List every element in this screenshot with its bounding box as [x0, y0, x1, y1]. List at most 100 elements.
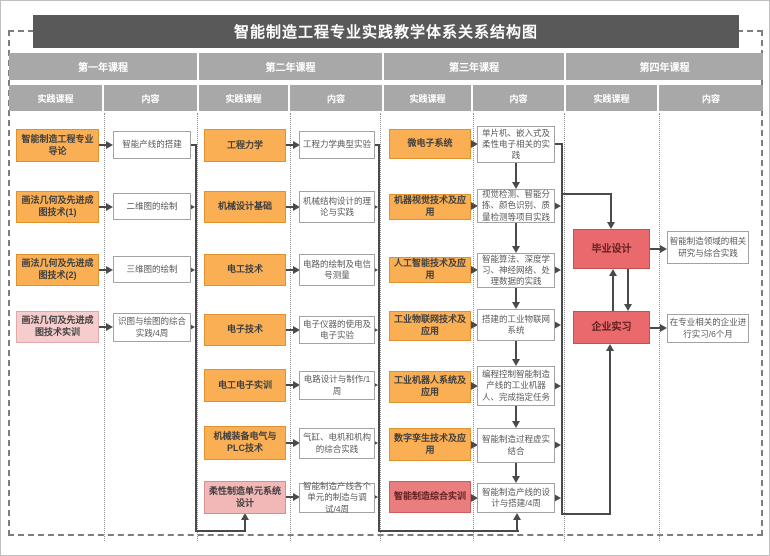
- connector-line: [286, 442, 294, 444]
- arrowhead-right: [293, 266, 300, 274]
- connector-line: [195, 144, 197, 532]
- course-box-y4-r2: 企业实习: [573, 311, 650, 344]
- year-header-1: 第一年课程: [9, 53, 197, 80]
- arrowhead-right: [188, 266, 195, 274]
- arrowhead-right: [471, 202, 478, 210]
- content-subheader-1: 内容: [104, 85, 197, 111]
- arrowhead-right: [293, 326, 300, 334]
- practice-subheader-4: 实践课程: [566, 85, 657, 111]
- connector-line: [515, 288, 517, 303]
- year-header-4: 第四年课程: [566, 53, 763, 80]
- connector-line: [286, 206, 294, 208]
- connector-line: [610, 193, 612, 223]
- connector-line: [286, 144, 294, 146]
- arrowhead-right: [471, 494, 478, 502]
- content-box-y2-r6: 气缸、电机和机构的综合实践: [299, 428, 375, 459]
- arrowhead-right: [188, 323, 195, 331]
- arrowhead-up: [606, 344, 614, 351]
- content-box-y3-r6: 智能制造过程虚实结合: [477, 428, 555, 463]
- content-box-y3-r2: 视觉检测、智能分拣、颜色识别、质量检测等项目实践: [477, 189, 555, 223]
- arrowhead-right: [471, 321, 478, 329]
- connector-line: [627, 269, 629, 305]
- content-box-y1-r2: 二维图的绘制: [113, 193, 191, 220]
- content-box-y4-r1: 智能制造领域的相关研究与综合实践: [667, 231, 749, 264]
- content-box-y3-r5: 编程控制智能制造产线的工业机器人、完成指定任务: [477, 366, 555, 406]
- connector-line: [609, 350, 611, 515]
- course-box-y3-r1: 微电子系统: [389, 129, 471, 159]
- connector-line: [561, 143, 563, 515]
- connector-line: [286, 496, 294, 498]
- arrowhead-right: [660, 245, 667, 253]
- content-box-y1-r1: 智能产线的搭建: [113, 131, 191, 159]
- arrowhead-up: [241, 513, 249, 520]
- content-box-y1-r3: 三维图的绘制: [113, 256, 191, 283]
- course-box-y3-r3: 人工智能技术及应用: [389, 257, 471, 283]
- connector-line: [286, 329, 294, 331]
- connector-line: [612, 275, 614, 311]
- content-box-y2-r7: 智能制造产线各个单元的制造与调试/4周: [299, 481, 375, 514]
- course-box-y2-r2: 机械设计基础: [204, 191, 286, 223]
- practice-subheader-1: 实践课程: [9, 85, 102, 111]
- arrowhead-right: [554, 441, 561, 449]
- connector-line: [555, 143, 563, 145]
- content-subheader-2: 内容: [290, 85, 382, 111]
- arrowhead-right: [471, 140, 478, 148]
- arrowhead-down: [624, 304, 632, 311]
- column-divider: [290, 113, 291, 541]
- arrowhead-right: [554, 494, 561, 502]
- arrowhead-right: [293, 141, 300, 149]
- course-box-y3-r7: 智能制造综合实训: [389, 481, 471, 513]
- connector-line: [515, 406, 517, 422]
- course-box-y2-r4: 电子技术: [204, 314, 286, 346]
- arrowhead-right: [106, 266, 113, 274]
- course-box-y2-r5: 电工电子实训: [204, 369, 286, 402]
- connector-line: [378, 530, 519, 532]
- diagram-title: 智能制造工程专业实践教学体系关系结构图: [33, 15, 739, 48]
- content-subheader-4: 内容: [659, 85, 763, 111]
- column-divider: [197, 113, 198, 541]
- content-box-y3-r4: 搭建的工业物联网系统: [477, 309, 555, 341]
- course-box-y1-r3: 画法几何及先进成图技术(2): [16, 254, 99, 286]
- connector-line: [98, 206, 107, 208]
- course-box-y2-r1: 工程力学: [204, 129, 286, 162]
- arrowhead-down: [512, 476, 520, 483]
- connector-line: [244, 520, 246, 531]
- content-box-y1-r4: 识图与绘图的综合实践/4周: [113, 313, 191, 342]
- connector-line: [561, 193, 612, 195]
- arrowhead-right: [471, 441, 478, 449]
- connector-line: [98, 269, 107, 271]
- arrowhead-right: [106, 203, 113, 211]
- connector-line: [378, 144, 380, 532]
- arrowhead-right: [106, 141, 113, 149]
- arrowhead-right: [554, 321, 561, 329]
- connector-line: [561, 513, 611, 515]
- arrowhead-right: [554, 202, 561, 210]
- content-box-y2-r4: 电子仪器的使用及电子实验: [299, 316, 375, 344]
- arrowhead-right: [188, 203, 195, 211]
- arrowhead-right: [660, 324, 667, 332]
- arrowhead-right: [293, 493, 300, 501]
- course-box-y3-r4: 工业物联网技术及应用: [389, 311, 471, 341]
- arrowhead-right: [471, 266, 478, 274]
- course-box-y3-r6: 数字孪生技术及应用: [389, 428, 471, 461]
- connector-line: [515, 463, 517, 477]
- content-box-y2-r2: 机械结构设计的理论与实践: [299, 191, 375, 223]
- course-box-y1-r1: 智能制造工程专业导论: [16, 129, 99, 162]
- arrowhead-right: [554, 266, 561, 274]
- course-box-y2-r3: 电工技术: [204, 254, 286, 286]
- connector-line: [286, 384, 294, 386]
- arrowhead-right: [554, 382, 561, 390]
- connector-line: [515, 223, 517, 247]
- course-box-y3-r5: 工业机器人系统及应用: [389, 371, 471, 403]
- content-box-y2-r1: 工程力学典型实验: [299, 131, 375, 159]
- arrowhead-up: [609, 269, 617, 276]
- connector-line: [191, 144, 197, 146]
- arrowhead-down: [512, 421, 520, 428]
- arrowhead-right: [293, 203, 300, 211]
- arrowhead-right: [293, 381, 300, 389]
- content-box-y4-r2: 在专业相关的企业进行实习/6个月: [667, 314, 749, 343]
- course-box-y2-r6: 机械装备电气与PLC技术: [204, 426, 286, 460]
- course-box-y4-r1: 毕业设计: [573, 229, 650, 269]
- connector-line: [195, 530, 246, 532]
